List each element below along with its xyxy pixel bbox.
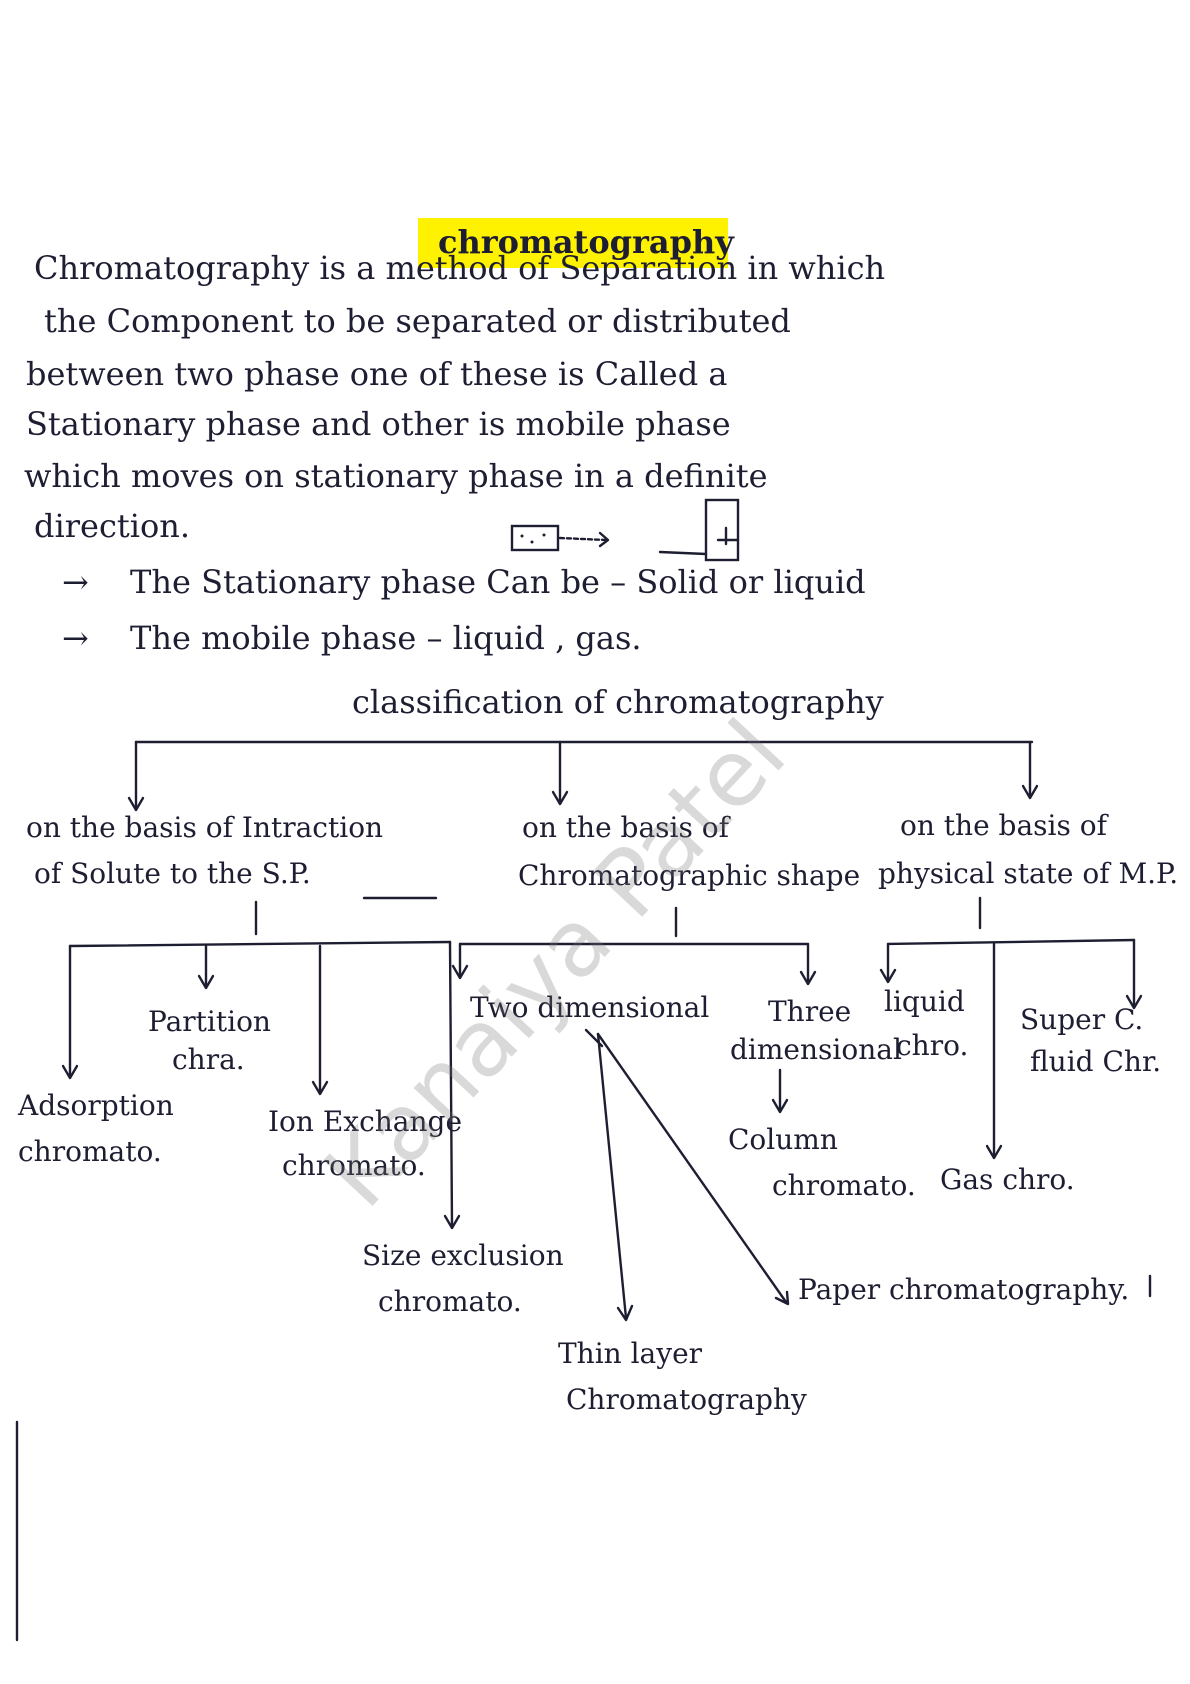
partition-line1: Partition bbox=[148, 1005, 271, 1038]
intro-line-1: Chromatography is a method of Separation… bbox=[34, 249, 886, 287]
basis-shape-line1: on the basis of bbox=[522, 811, 729, 844]
column-line2: chromato. bbox=[772, 1169, 916, 1202]
point-text-2: The mobile phase – liquid , gas. bbox=[130, 619, 642, 657]
liquid-line2: chro. bbox=[896, 1029, 969, 1062]
adsorption-line2: chromato. bbox=[18, 1135, 162, 1168]
paper-label: Paper chromatography. bbox=[798, 1273, 1130, 1306]
ion-exchange-line2: chromato. bbox=[282, 1149, 426, 1182]
column-line1: Column bbox=[728, 1123, 838, 1156]
liquid-line1: liquid bbox=[884, 985, 965, 1018]
basis-state-line2: physical state of M.P. bbox=[878, 857, 1179, 890]
size-exclusion-line2: chromato. bbox=[378, 1285, 522, 1318]
basis-shape-line2: Chromatographic shape bbox=[518, 859, 861, 892]
thin-layer-line2: Chromatography bbox=[566, 1383, 807, 1416]
intro-line-5: which moves on stationary phase in a def… bbox=[24, 457, 768, 495]
basis-interaction-line2: of Solute to the S.P. bbox=[34, 857, 311, 890]
page-title: chromatography bbox=[438, 223, 734, 261]
thin-layer-line1: Thin layer bbox=[558, 1337, 703, 1370]
intro-line-6: direction. bbox=[34, 507, 191, 545]
two-dimensional-label: Two dimensional bbox=[470, 991, 710, 1024]
point-text-1: The Stationary phase Can be – Solid or l… bbox=[130, 563, 866, 601]
intro-line-3: between two phase one of these is Called… bbox=[26, 355, 728, 393]
three-dimensional-line1: Three bbox=[768, 995, 852, 1028]
partition-line2: chra. bbox=[172, 1043, 245, 1076]
point-arrow-1: → bbox=[62, 563, 89, 601]
gas-label: Gas chro. bbox=[940, 1163, 1075, 1196]
ion-exchange-line1: Ion Exchange bbox=[268, 1105, 463, 1138]
title-highlight bbox=[418, 218, 728, 268]
super-fluid-line1: Super C. bbox=[1020, 1003, 1144, 1036]
classification-heading: classification of chromatography bbox=[352, 683, 884, 721]
basis-state-line1: on the basis of bbox=[900, 809, 1107, 842]
point-arrow-2: → bbox=[62, 619, 89, 657]
basis-interaction-line1: on the basis of Intraction bbox=[26, 811, 384, 844]
adsorption-line1: Adsorption bbox=[18, 1089, 174, 1122]
intro-line-2: the Component to be separated or distrib… bbox=[44, 302, 791, 340]
apparatus-sketch bbox=[510, 498, 740, 562]
super-fluid-line2: fluid Chr. bbox=[1030, 1045, 1162, 1078]
intro-line-4: Stationary phase and other is mobile pha… bbox=[26, 405, 731, 443]
size-exclusion-line1: Size exclusion bbox=[362, 1239, 564, 1272]
three-dimensional-line2: dimensional bbox=[730, 1033, 902, 1066]
